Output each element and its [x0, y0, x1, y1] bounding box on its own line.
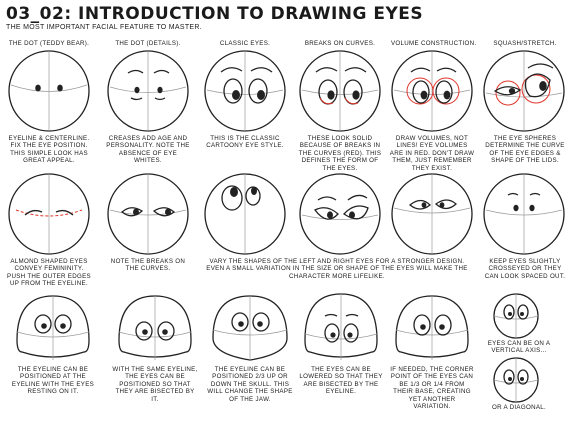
- caption-vary-shapes: VARY THE SHAPES OF THE LEFT AND RIGHT EY…: [206, 258, 468, 280]
- caption-squash-stretch: THE EYE SPHERES DETERMINE THE CURVE OF T…: [485, 135, 565, 165]
- head-drawing-varied-3: [391, 173, 473, 255]
- head-drawing-vertical-axis: [493, 293, 539, 339]
- label-squash-stretch: SQUASH/STRETCH.: [493, 40, 557, 47]
- caption-classic-eyes: THIS IS THE CLASSIC CARTOONY EYE STYLE.: [206, 135, 284, 150]
- caption-eyeline-two-thirds: THE EYELINE CAN BE POSITIONED 2/3 UP OR …: [207, 366, 293, 403]
- caption-eyes-resting: THE EYELINE CAN BE POSITIONED AT THE EYE…: [11, 366, 95, 396]
- head-drawing-breaks-on-curves: [299, 50, 381, 132]
- label-dot-details: THE DOT (DETAILS).: [115, 40, 181, 47]
- head-drawing-volume-construction: [391, 50, 473, 132]
- label-volume-construction: VOLUME CONSTRUCTION.: [391, 40, 477, 47]
- caption-breaks-on-curves: THESE LOOK SOLID BECAUSE OF BREAKS IN TH…: [298, 135, 382, 172]
- head-drawing-varied-2: [299, 173, 381, 255]
- page-title: 03_02: INTRODUCTION TO DRAWING EYES: [6, 4, 424, 24]
- head-drawing-breaks-note: [107, 173, 189, 255]
- label-dot-teddy-bear: THE DOT (TEDDY BEAR).: [8, 40, 90, 47]
- caption-vertical-axis: EYES CAN BE ON A VERTICAL AXIS...: [487, 340, 551, 355]
- caption-breaks-note: NOTE THE BREAKS ON THE CURVES.: [110, 258, 186, 273]
- head-drawing-dot-teddy: [8, 50, 90, 132]
- caption-crosseyed: KEEP EYES SLIGHTLY CROSSEYED OR THEY CAN…: [484, 258, 566, 280]
- caption-corner-point: IF NEEDED, THE CORNER POINT OF THE EYES …: [390, 366, 474, 411]
- page-subtitle: THE MOST IMPORTANT FACIAL FEATURE TO MAS…: [6, 24, 203, 31]
- head-drawing-diagonal: [493, 357, 539, 403]
- caption-eyes-lowered: THE EYES CAN BE LOWERED SO THAT THEY ARE…: [299, 366, 383, 396]
- head-drawing-classic-eyes: [204, 50, 286, 132]
- label-breaks-on-curves: BREAKS ON CURVES.: [304, 40, 376, 47]
- caption-dot-details: CREASES ADD AGE AND PERSONALITY. NOTE TH…: [106, 135, 190, 165]
- head-drawing-almond-eyes: [8, 173, 90, 255]
- head-drawing-eyes-resting: [16, 295, 90, 360]
- head-drawing-squash-stretch: [483, 50, 565, 132]
- label-classic-eyes: CLASSIC EYES.: [219, 40, 271, 47]
- head-drawing-varied-1: [204, 173, 286, 255]
- head-drawing-eyes-bisected: [118, 295, 192, 360]
- head-drawing-crosseyed: [483, 173, 565, 255]
- caption-eyes-bisected: WITH THE SAME EYELINE, THE EYES CAN BE P…: [112, 366, 198, 403]
- head-drawing-eyeline-two-thirds: [212, 295, 288, 361]
- caption-almond-eyes: ALMOND SHAPED EYES CONVEY FEMININITY. PU…: [7, 258, 91, 288]
- head-drawing-corner-point: [395, 295, 469, 360]
- head-drawing-eyes-lowered: [304, 293, 378, 360]
- caption-diagonal: OR A DIAGONAL.: [491, 404, 547, 411]
- caption-volume-construction: DRAW VOLUMES, NOT LINES! EYE VOLUMES ARE…: [389, 135, 475, 172]
- caption-dot-teddy-bear: EYELINE & CENTERLINE. FIX THE EYE POSITI…: [8, 135, 90, 165]
- head-drawing-dot-details: [107, 50, 189, 132]
